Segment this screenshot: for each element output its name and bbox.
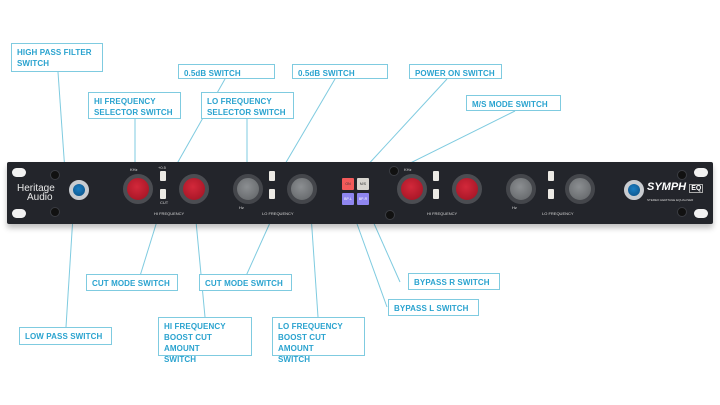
cut-mode-switch-lo-right[interactable] bbox=[548, 189, 554, 199]
half-db-switch-lo-left[interactable] bbox=[269, 171, 275, 181]
high-low-pass-knob-left[interactable] bbox=[69, 180, 89, 200]
cut-label: CUT bbox=[160, 200, 169, 205]
model-text: SYMPH bbox=[647, 181, 687, 193]
callout-bypass-l: BYPASS L SWITCH bbox=[388, 299, 479, 316]
half-db-switch-left[interactable] bbox=[160, 171, 166, 181]
ms-mode-button[interactable]: M/S bbox=[357, 178, 369, 190]
lo-boost-cut-knob-right[interactable] bbox=[565, 174, 595, 204]
brand-line1: Heritage bbox=[17, 183, 55, 194]
hi-frequency-selector-knob[interactable] bbox=[123, 174, 153, 204]
lo-frequency-label: LO FREQUENCY bbox=[262, 211, 294, 216]
callout-high-pass-filter: HIGH PASS FILTER SWITCH bbox=[11, 43, 103, 72]
rack-ear-hole bbox=[694, 209, 708, 218]
hi-boost-cut-knob[interactable] bbox=[179, 174, 209, 204]
screw-icon bbox=[385, 210, 395, 220]
rack-ear-hole bbox=[694, 168, 708, 177]
cut-mode-switch-right[interactable] bbox=[433, 189, 439, 199]
screw-icon bbox=[677, 170, 687, 180]
lo-boost-cut-knob[interactable] bbox=[287, 174, 317, 204]
lo-frequency-selector-knob-right[interactable] bbox=[506, 174, 536, 204]
rack-ear-hole bbox=[12, 168, 26, 177]
rack-ear-hole bbox=[12, 209, 26, 218]
hz-label-right: Hz bbox=[512, 205, 517, 210]
half-db-label: +0.5 bbox=[158, 165, 166, 170]
khz-label-right: KHz bbox=[404, 167, 412, 172]
model-subtitle: STEREO HERITAGE EQUALISER bbox=[647, 198, 694, 202]
lo-frequency-label-right: LO FREQUENCY bbox=[542, 211, 574, 216]
screw-icon bbox=[677, 207, 687, 217]
callout-half-db-left: 0.5dB SWITCH bbox=[178, 64, 275, 79]
screw-icon bbox=[50, 170, 60, 180]
callout-lo-freq-boost-cut: LO FREQUENCY BOOST CUT AMOUNT SWITCH bbox=[272, 317, 365, 364]
callout-hi-freq-selector: HI FREQUENCY SELECTOR SWITCH bbox=[88, 92, 181, 119]
callout-low-pass: LOW PASS SWITCH bbox=[19, 327, 112, 345]
high-low-pass-knob-right[interactable] bbox=[624, 180, 644, 200]
lo-frequency-selector-knob[interactable] bbox=[233, 174, 263, 204]
model-name: SYMPH EQ bbox=[647, 181, 704, 193]
equalizer-panel: Heritage Audio KHz +0.5 CUT HI FREQUENCY… bbox=[7, 162, 713, 224]
bypass-l-button[interactable]: BP-L bbox=[342, 193, 354, 205]
bypass-r-button[interactable]: BP-R bbox=[357, 193, 369, 205]
callout-cut-mode-left: CUT MODE SWITCH bbox=[86, 274, 178, 291]
screw-icon bbox=[389, 166, 399, 176]
screw-icon bbox=[50, 207, 60, 217]
callout-half-db-right: 0.5dB SWITCH bbox=[292, 64, 388, 79]
callout-lo-freq-selector: LO FREQUENCY SELECTOR SWITCH bbox=[201, 92, 294, 119]
callout-hi-freq-boost-cut: HI FREQUENCY BOOST CUT AMOUNT SWITCH bbox=[158, 317, 252, 364]
brand-logo: Heritage Audio bbox=[17, 183, 55, 203]
half-db-switch-right[interactable] bbox=[433, 171, 439, 181]
callout-bypass-r: BYPASS R SWITCH bbox=[408, 273, 500, 290]
model-suffix: EQ bbox=[689, 184, 704, 193]
callout-cut-mode-right: CUT MODE SWITCH bbox=[199, 274, 292, 291]
power-on-button[interactable]: ON bbox=[342, 178, 354, 190]
hi-frequency-label: HI FREQUENCY bbox=[154, 211, 185, 216]
brand-line2: Audio bbox=[27, 192, 53, 203]
cut-mode-switch-left[interactable] bbox=[160, 189, 166, 199]
hz-label: Hz bbox=[239, 205, 244, 210]
khz-label: KHz bbox=[130, 167, 138, 172]
cut-mode-switch-lo-left[interactable] bbox=[269, 189, 275, 199]
half-db-switch-lo-right[interactable] bbox=[548, 171, 554, 181]
hi-frequency-label-right: HI FREQUENCY bbox=[427, 211, 458, 216]
hi-frequency-selector-knob-right[interactable] bbox=[397, 174, 427, 204]
callout-ms-mode: M/S MODE SWITCH bbox=[466, 95, 561, 111]
callout-power-on: POWER ON SWITCH bbox=[409, 64, 502, 79]
hi-boost-cut-knob-right[interactable] bbox=[452, 174, 482, 204]
